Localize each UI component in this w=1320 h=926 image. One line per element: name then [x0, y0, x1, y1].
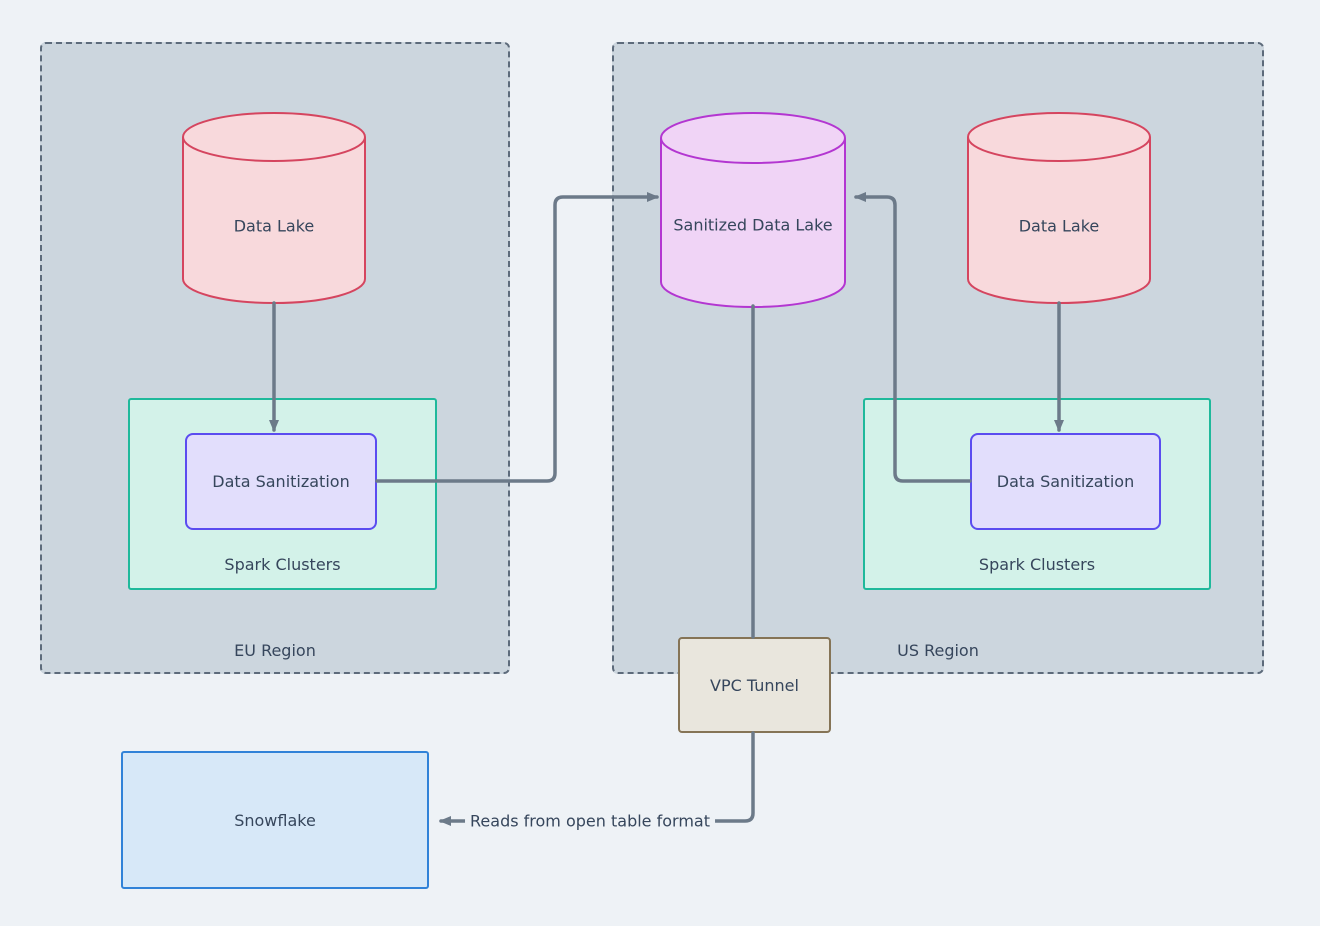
eu-region-label: EU Region [234, 641, 316, 660]
us-data-lake-label: Data Lake [1018, 216, 1100, 236]
vpc-tunnel-node: VPC Tunnel [678, 637, 831, 733]
sanitized-data-lake-label: Sanitized Data Lake [673, 215, 833, 235]
vpc-tunnel-label: VPC Tunnel [710, 675, 799, 695]
eu-data-sanitization-node: Data Sanitization [185, 433, 377, 530]
us-region-label: US Region [897, 641, 979, 660]
eu-data-sanitization-label: Data Sanitization [212, 472, 350, 491]
eu-spark-clusters-label: Spark Clusters [224, 555, 341, 574]
edge-label-reads-from-open-table-format: Reads from open table format [465, 810, 715, 832]
us-data-sanitization-node: Data Sanitization [970, 433, 1161, 530]
us-spark-clusters-label: Spark Clusters [978, 555, 1096, 574]
us-data-sanitization-label: Data Sanitization [996, 472, 1135, 491]
snowflake-label: Snowflake [234, 810, 316, 830]
snowflake-node: Snowflake [121, 751, 429, 889]
edge-path [708, 731, 755, 823]
eu-data-lake-label: Data Lake [233, 216, 315, 236]
